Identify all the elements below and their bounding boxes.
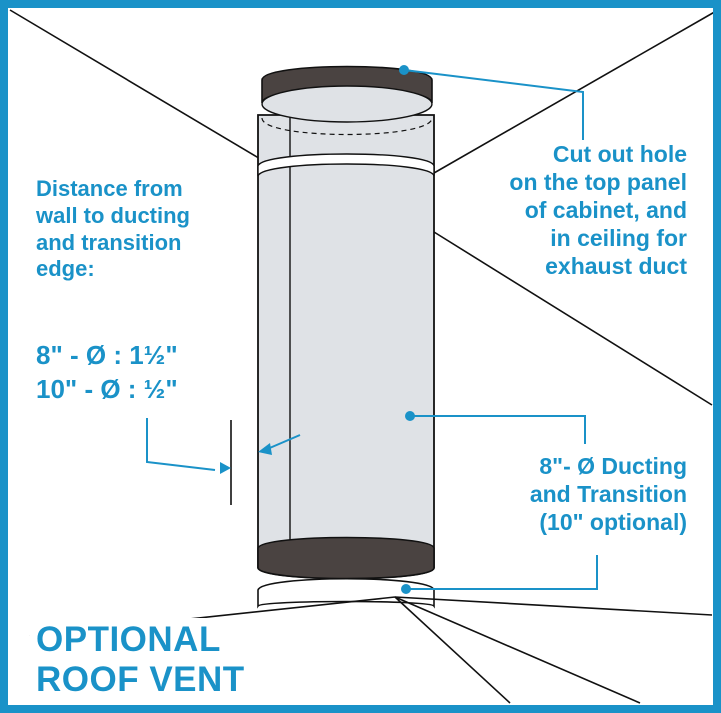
dimension-leader (146, 418, 216, 471)
ducting-leader (410, 415, 586, 444)
ducting-leader-dot (405, 411, 415, 421)
distance-note-line-3: and transition (36, 229, 182, 255)
cutout-note-line-4: in ceiling for (550, 225, 687, 252)
dimension-arrow-right (258, 443, 272, 455)
roof-vent-label-line-2: ROOF VENT (36, 659, 245, 699)
dimension-arrow-right-shaft (264, 434, 301, 451)
transition-leader (406, 555, 598, 590)
cutout-note-line-5: exhaust duct (545, 253, 687, 280)
top-collar-rim (261, 85, 433, 123)
transition-ring (257, 153, 435, 177)
duct-body (257, 114, 435, 580)
distance-note-line-1: Distance from (36, 176, 183, 201)
roof-vent-edge-front (394, 596, 511, 704)
ducting-note-line-3: (10" optional) (539, 509, 687, 536)
ducting-note-line-2: and Transition (529, 481, 687, 508)
cutout-note: Cut out hole on the top panel of cabinet… (509, 140, 687, 280)
distance-note-line-4: edge: (36, 256, 95, 282)
roof-vent-label-line-1: OPTIONAL (36, 620, 221, 659)
roof-vent-edge-right (394, 596, 641, 704)
ducting-note-line-1: 8"- Ø Ducting (539, 453, 687, 479)
ceiling-line-1 (9, 9, 263, 161)
distance-values: 8" - Ø : 1½" 10" - Ø : ½" (36, 338, 178, 407)
dimension-arrow-left (220, 462, 231, 474)
roof-vent-base (257, 578, 435, 609)
distance-note: Distance from wall to ducting and transi… (36, 176, 190, 283)
distance-value-8in: 8" - Ø : 1½" (36, 340, 178, 370)
ducting-note: 8"- Ø Ducting and Transition (10" option… (530, 452, 687, 536)
ceiling-line-2 (433, 231, 713, 406)
cutout-note-line-1: Cut out hole (552, 141, 687, 167)
cutout-note-line-2: on the top panel (509, 169, 687, 196)
roof-vent-edge-far (394, 596, 713, 616)
roof-vent-label: OPTIONAL ROOF VENT (30, 618, 251, 702)
bottom-collar (257, 536, 435, 580)
distance-value-10in: 10" - Ø : ½" (36, 374, 178, 405)
transition-leader-dot (401, 584, 411, 594)
distance-note-line-2: wall to ducting (36, 202, 190, 228)
cutout-leader-dot (399, 65, 409, 75)
hidden-edge (261, 117, 433, 136)
cutout-leader (403, 69, 584, 140)
cutout-note-line-3: of cabinet, and (524, 197, 687, 224)
